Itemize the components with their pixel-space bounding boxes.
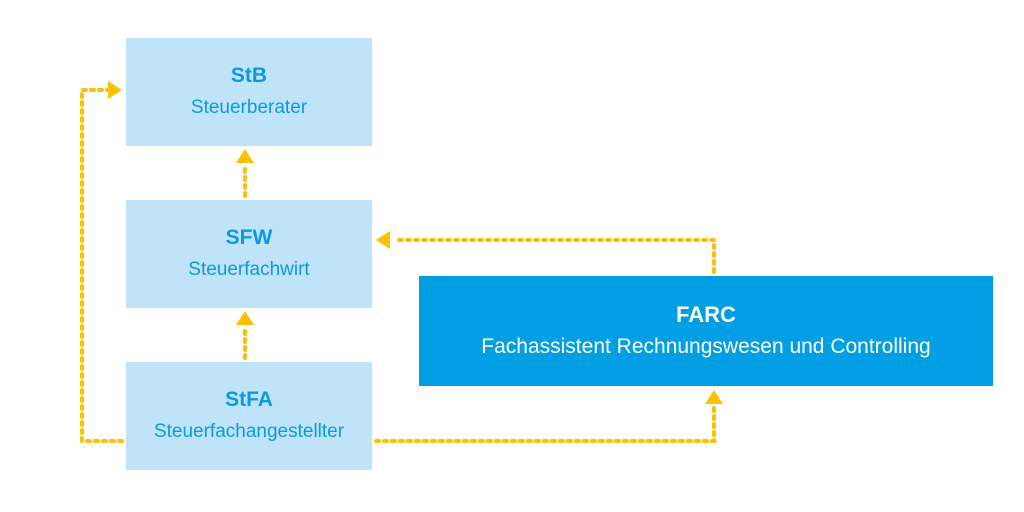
node-farc: FARC Fachassistent Rechnungswesen und Co… [419, 276, 993, 386]
node-stfa-abbr: StFA [225, 388, 273, 411]
node-sfw-label: Steuerfachwirt [188, 259, 310, 280]
node-farc-abbr: FARC [676, 302, 736, 327]
node-stb-label: Steuerberater [190, 97, 308, 118]
node-sfw: SFW Steuerfachwirt [126, 200, 372, 308]
node-stb-abbr: StB [230, 64, 268, 87]
arrowhead-sfw-bottom [236, 311, 254, 325]
node-stb: StB Steuerberater [126, 38, 372, 146]
arrowhead-stb-left [108, 81, 122, 99]
node-stfa: StFA Steuerfachangestellter [126, 362, 372, 470]
connector-stfa-to-farc [374, 406, 716, 443]
arrowhead-sfw-right [376, 231, 390, 249]
node-stfa-label: Steuerfachangestellter [153, 421, 345, 442]
arrowhead-stb-bottom [236, 149, 254, 163]
node-sfw-abbr: SFW [225, 226, 273, 249]
arrowhead-farc-bottom [705, 390, 723, 404]
connector-stfa-to-stb [80, 88, 124, 443]
connector-farc-to-sfw [394, 238, 716, 274]
node-farc-label: Fachassistent Rechnungswesen und Control… [481, 335, 931, 358]
